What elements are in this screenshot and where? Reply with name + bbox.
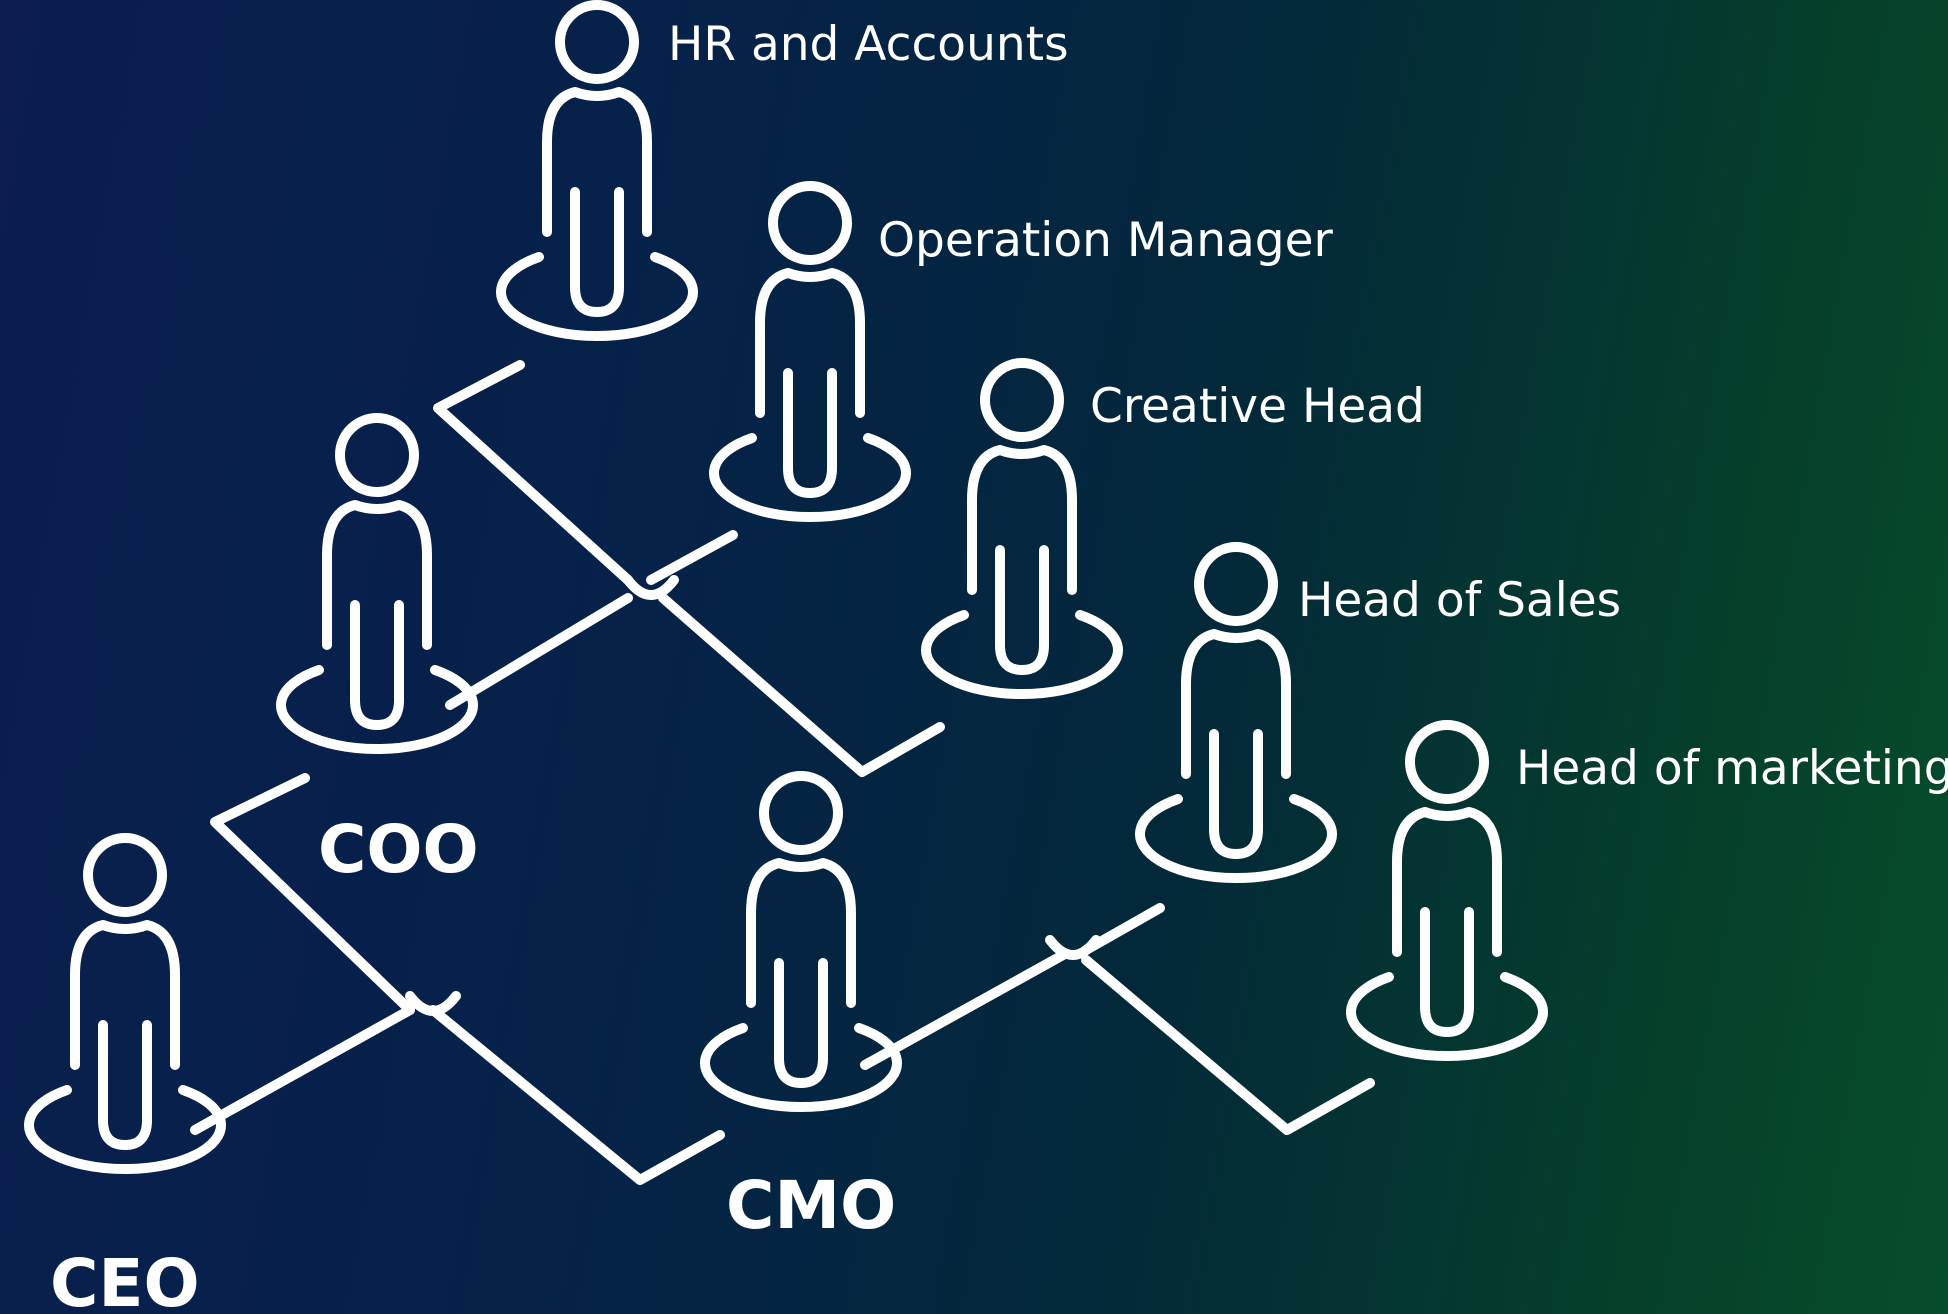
connector-hub-creative — [658, 593, 945, 777]
person-icon-marketing — [1346, 720, 1548, 1062]
ceo-label: CEO — [50, 1245, 200, 1314]
connector-hub-marketing — [1081, 955, 1375, 1135]
cmo-label: CMO — [726, 1167, 896, 1244]
person-outline — [1209, 729, 1263, 859]
person-head — [83, 833, 167, 917]
person-outline — [783, 368, 837, 498]
person-icon-cmo — [700, 771, 902, 1113]
person-outline — [1135, 794, 1337, 884]
person-outline — [496, 252, 698, 342]
connector-ceo-hub — [190, 1005, 415, 1135]
person-outline — [24, 1085, 226, 1175]
head-of-marketing-label: Head of marketing — [1516, 741, 1948, 796]
hr-and-accounts-label: HR and Accounts — [668, 17, 1069, 72]
person-outline — [746, 858, 856, 1008]
connector-hub-coo — [210, 773, 415, 1015]
person-head — [335, 413, 419, 497]
person-icon-coo — [276, 413, 478, 755]
person-outline — [755, 268, 865, 418]
people-icons — [24, 0, 1548, 1175]
person-outline — [774, 958, 828, 1088]
junctions — [405, 575, 1101, 1016]
junction-node — [623, 575, 679, 600]
person-head — [1405, 720, 1489, 804]
person-outline — [350, 600, 404, 730]
person-outline — [1420, 907, 1474, 1037]
person-outline — [967, 445, 1077, 595]
person-outline — [322, 500, 432, 650]
operation-manager-label: Operation Manager — [878, 213, 1334, 268]
connector-cmo-hub — [860, 950, 1068, 1070]
person-outline — [709, 433, 911, 523]
person-outline — [98, 1020, 152, 1150]
junction-node — [1045, 935, 1101, 960]
person-outline — [1181, 629, 1291, 779]
person-outline — [995, 545, 1049, 675]
person-outline — [700, 1023, 902, 1113]
connector-hub-cmo — [428, 1005, 725, 1185]
connectors — [190, 360, 1375, 1185]
person-icon-creative — [921, 358, 1123, 700]
person-outline — [276, 665, 478, 755]
junction-node — [405, 991, 461, 1016]
creative-head-label: Creative Head — [1090, 379, 1425, 434]
person-outline — [1392, 807, 1502, 957]
connector-hub-hr — [433, 360, 633, 585]
person-outline — [70, 920, 180, 1070]
person-head — [768, 181, 852, 265]
connector-hub-ops — [646, 530, 738, 585]
person-head — [555, 0, 639, 84]
person-head — [759, 771, 843, 855]
person-icon-ceo — [24, 833, 226, 1175]
connector-coo-hub — [445, 593, 633, 710]
person-icon-hr — [496, 0, 698, 342]
person-head — [1194, 542, 1278, 626]
person-icon-sales — [1135, 542, 1337, 884]
head-of-sales-label: Head of Sales — [1298, 573, 1621, 628]
person-outline — [570, 187, 624, 317]
person-head — [980, 358, 1064, 442]
person-outline — [921, 610, 1123, 700]
person-outline — [542, 87, 652, 237]
coo-label: COO — [318, 811, 479, 888]
person-icon-ops — [709, 181, 911, 523]
person-outline — [1346, 972, 1548, 1062]
